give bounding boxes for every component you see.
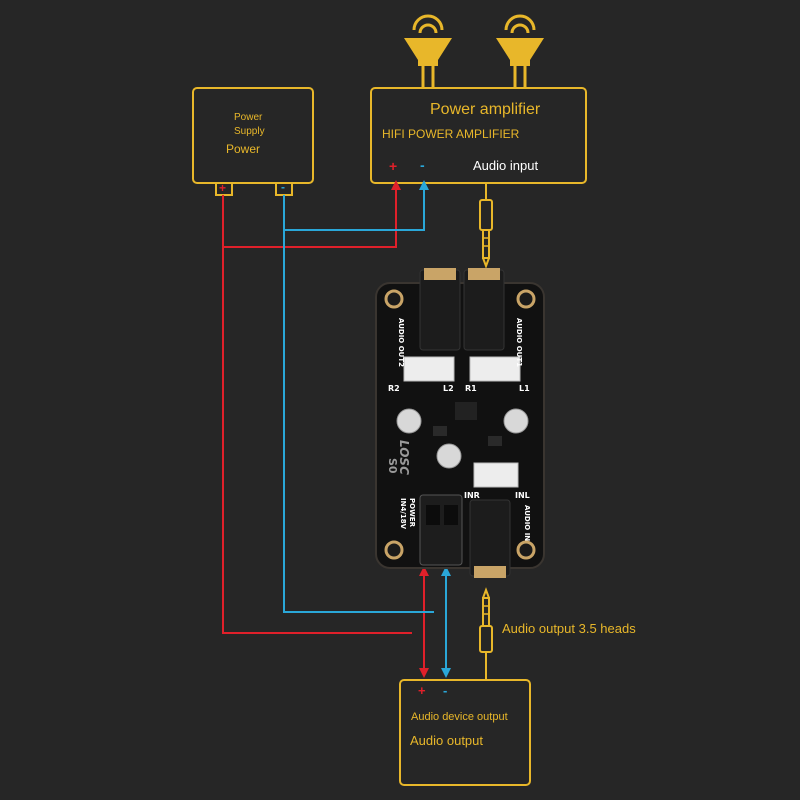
audio-device-minus: -: [443, 683, 448, 698]
speaker-icon: [404, 14, 452, 88]
cable-label: Audio output 3.5 heads: [502, 621, 636, 636]
board-l1-label: L1: [519, 384, 530, 393]
board-inr-label: INR: [464, 491, 480, 500]
audio-device-box: [399, 679, 531, 786]
power-supply-box: [192, 87, 314, 184]
power-supply-line2: Supply: [234, 126, 265, 137]
amplifier-box: [370, 87, 587, 184]
board-out2-label: AUDIO OUT2: [397, 318, 405, 367]
board-l2-label: L2: [443, 384, 454, 393]
amplifier-minus: -: [420, 157, 425, 173]
audio-device-line2: Audio output: [410, 733, 484, 748]
board-r2-label: R2: [388, 384, 400, 393]
power-supply-line3: Power: [226, 142, 261, 156]
power-supply-minus: -: [281, 180, 285, 194]
amplifier-plus: +: [389, 158, 398, 174]
power-supply-plus: +: [219, 181, 227, 195]
audio-device-plus: +: [418, 683, 426, 698]
audio-jack-plug-icon: [479, 183, 493, 269]
board-r1-label: R1: [465, 384, 477, 393]
board-inl-label: INL: [515, 491, 530, 500]
board-power-label: POWER: [408, 498, 416, 527]
splitter-board: [375, 268, 545, 578]
board-out1-label: AUDIO OUT1: [515, 318, 523, 367]
board-model: S0: [386, 458, 399, 474]
speaker-icon: [496, 14, 544, 88]
negative-wire: [283, 190, 447, 672]
power-supply-line1: Power: [234, 112, 263, 123]
positive-wire: [222, 190, 425, 672]
amplifier-input-label: Audio input: [473, 158, 539, 173]
audio-device-line1: Audio device output: [411, 711, 508, 723]
board-brand: LOSC: [397, 440, 411, 475]
board-power-spec: IN4/18V: [399, 498, 407, 530]
board-audio-in-label: AUDIO IN: [523, 505, 531, 542]
amplifier-subtitle: HIFI POWER AMPLIFIER: [382, 127, 520, 141]
audio-jack-plug-icon: [479, 587, 493, 680]
amplifier-title: Power amplifier: [430, 101, 541, 118]
